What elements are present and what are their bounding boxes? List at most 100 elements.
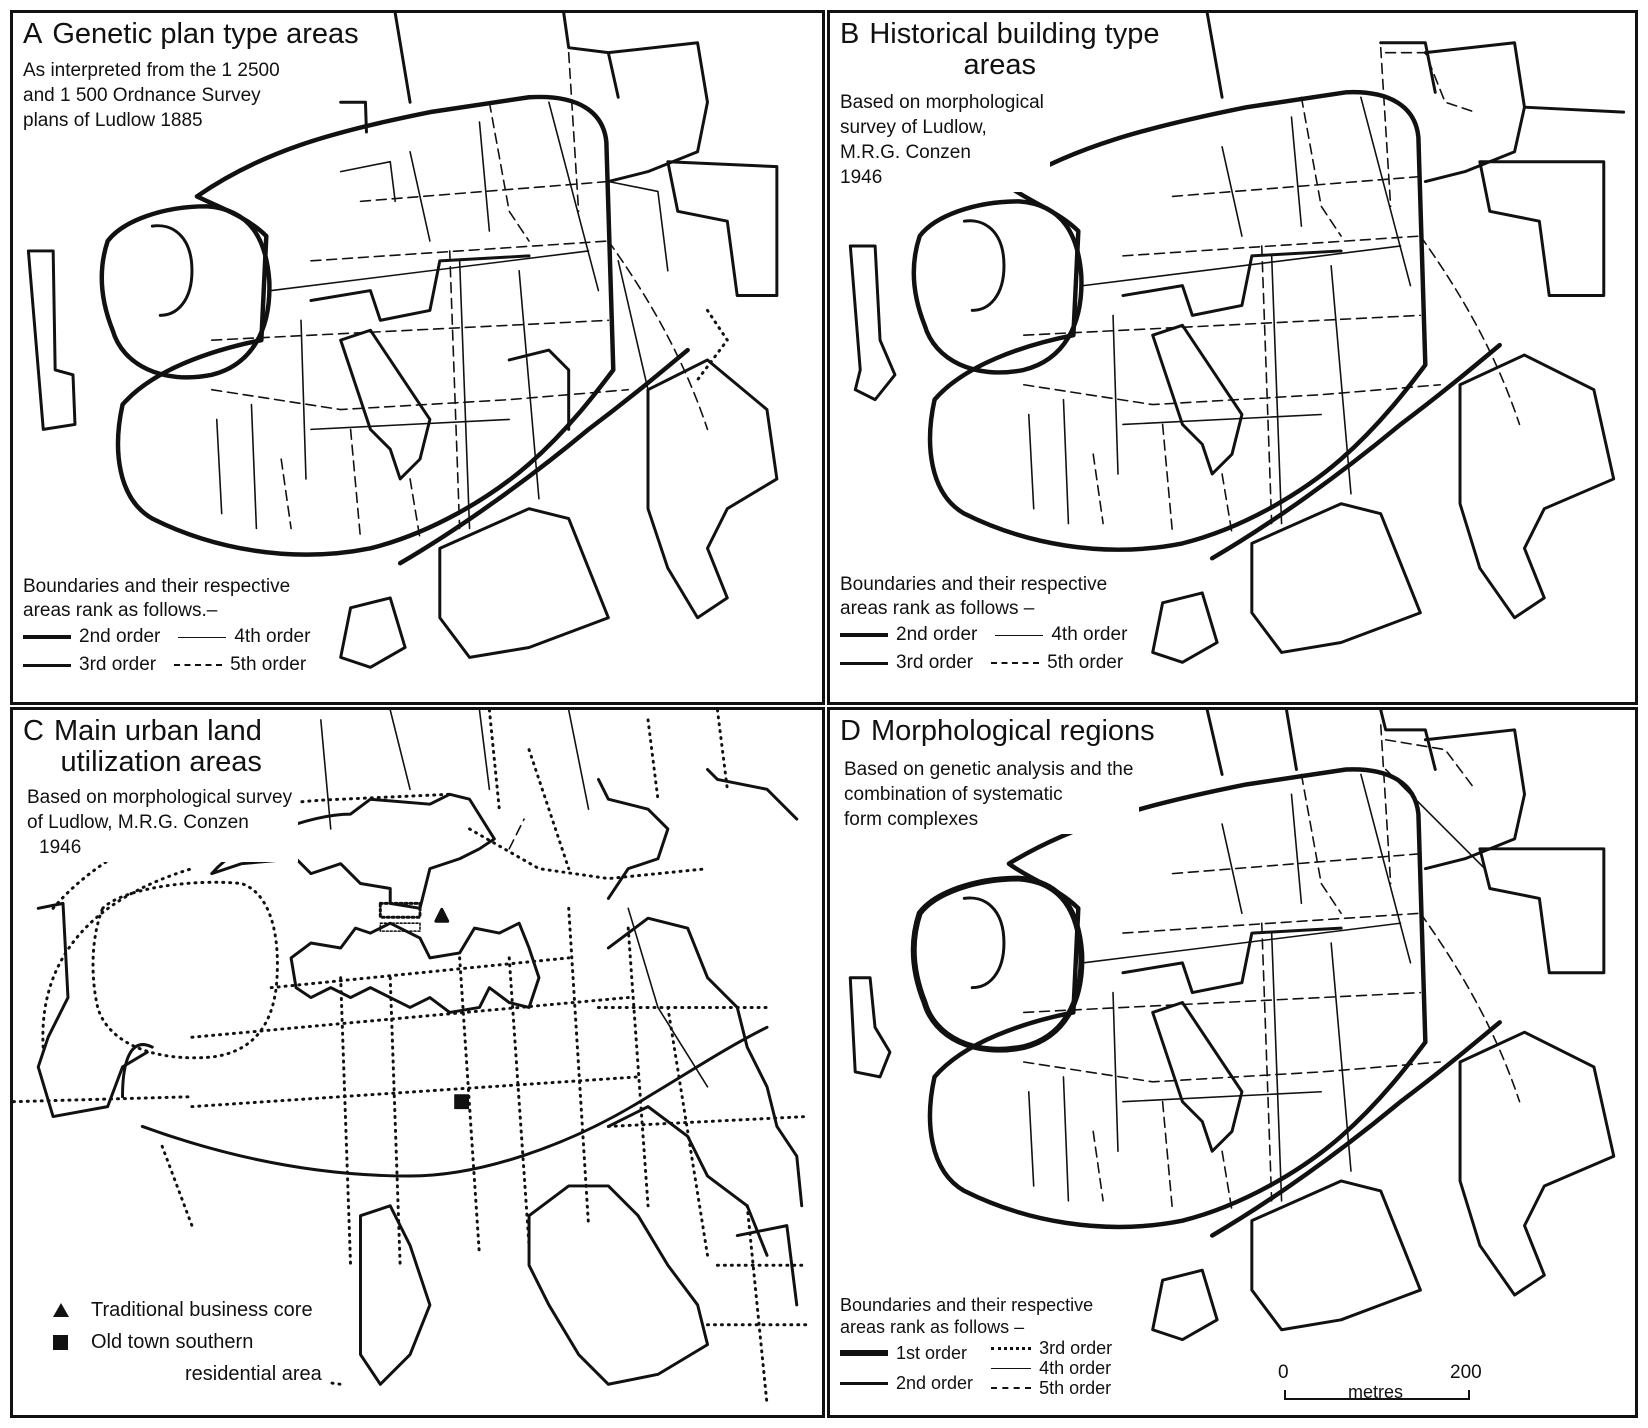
line-swatch [840, 661, 888, 665]
west-strip [26, 249, 77, 431]
central-block-2 [1151, 323, 1244, 476]
west-strip [36, 901, 149, 1119]
legend-label: 5th order [1047, 652, 1124, 673]
legend-item-2nd-order: 2nd order [840, 1368, 973, 1398]
panel-d-subtitle-line: Based on genetic analysis and the [844, 759, 1134, 780]
southwest-road [121, 1025, 769, 1178]
triangle-marker [434, 907, 450, 923]
panel-b-subtitle: Based on morphological survey of Ludlow,… [834, 89, 1050, 192]
ne-block [1478, 847, 1606, 975]
dashed-boundaries [1023, 46, 1521, 535]
panel-a-subtitle-line: As interpreted from the 1 2500 [23, 60, 280, 81]
map-a [26, 13, 779, 669]
panel-c-title-text: Main urban land [53, 715, 262, 747]
legend-label: 3rd order [79, 654, 157, 675]
legend-item-3rd-order: 3rd order [840, 651, 973, 675]
central-blocks [289, 921, 541, 1014]
scale-bar-line [1284, 1390, 1470, 1400]
south-blocks [1151, 502, 1422, 664]
south-blocks [358, 1184, 799, 1386]
dashed-boundaries [210, 51, 709, 540]
map-d [848, 710, 1616, 1342]
panel-a-genetic-plan-type-areas: A Genetic plan type areas As interpreted … [10, 10, 825, 705]
legend-item-4th-order: 4th order [178, 625, 310, 649]
legend-row: 2nd order 4th order [23, 623, 328, 651]
castle-inner [962, 219, 1006, 312]
panel-d-morphological-regions: D Morphological regions Based on genetic … [827, 707, 1638, 1418]
legend-item-4th-order: 4th order [991, 1358, 1112, 1378]
legend-item-2nd-order: 2nd order [840, 623, 977, 647]
line-swatch [840, 633, 888, 637]
panel-b-subtitle-line: 1946 [840, 167, 883, 188]
ne-block [1478, 160, 1606, 298]
legend-label: 4th order [1051, 624, 1128, 645]
legend-label: 2nd order [79, 626, 161, 647]
central-block-1 [309, 254, 531, 322]
panel-c-subtitle-line: Based on morphological survey [27, 787, 293, 808]
panel-d-legend: Boundaries and their respective areas ra… [834, 1290, 1119, 1402]
square-icon [53, 1334, 68, 1350]
central-block-3 [507, 348, 571, 431]
panel-d-title: D Morphological regions [834, 714, 1161, 750]
line-swatch [178, 636, 227, 638]
dashed-boundaries [1022, 724, 1521, 1212]
legend-grid: 1st order 2nd order 3rd order 4th order … [840, 1338, 1112, 1398]
legend-item-5th-order: 5th order [991, 651, 1123, 675]
map-c [13, 710, 809, 1406]
legend-item-3rd-order: 3rd order [23, 653, 156, 677]
hatched-block [378, 901, 422, 919]
line-swatch [991, 1387, 1032, 1389]
fine-boundaries [1027, 768, 1486, 1202]
panel-a-letter: A [23, 18, 43, 50]
castle-outline [99, 204, 272, 380]
panel-a-title-text: Genetic plan type areas [52, 18, 359, 50]
fine-boundaries [215, 101, 669, 530]
ne-roads [1205, 13, 1626, 184]
key-label: Old town southern [91, 1331, 254, 1353]
line-swatch [174, 664, 223, 666]
line-swatch [23, 663, 71, 667]
panel-c-subtitle: Based on morphological survey of Ludlow,… [21, 784, 299, 862]
castle-inner [962, 896, 1006, 990]
hatched-block [379, 922, 421, 932]
east-blocks [1458, 353, 1616, 620]
legend-label: 2nd order [896, 1373, 974, 1393]
dotted-boundaries [13, 710, 809, 1406]
east-blocks-2 [596, 768, 799, 1257]
panel-b-letter: B [840, 18, 860, 50]
panel-d-letter: D [840, 715, 861, 747]
scale-end-label: 200 [1450, 1362, 1482, 1383]
panel-c-subtitle-line: of Ludlow, M.R.G. Conzen [27, 812, 249, 833]
legend-row: 3rd order 5th order [23, 651, 328, 679]
panel-d-title-text: Morphological regions [870, 715, 1155, 747]
legend-label: 1st order [896, 1343, 968, 1363]
ne-block [666, 160, 779, 298]
legend-label: 5th order [1039, 1378, 1112, 1398]
castle-inner [150, 224, 194, 317]
map-b [848, 13, 1626, 664]
panel-a-title: A Genetic plan type areas [17, 17, 365, 53]
legend-label: 4th order [234, 626, 311, 647]
panel-d-subtitle: Based on genetic analysis and the combin… [838, 756, 1140, 834]
panel-c-letter: C [23, 715, 44, 747]
legend-heading: Boundaries and their respective [840, 1295, 1094, 1315]
key-label: residential area [185, 1363, 322, 1385]
panel-b-legend: Boundaries and their respective areas ra… [834, 569, 1152, 681]
town-boundary [115, 94, 616, 557]
town-boundary [927, 90, 1428, 552]
key-label: Traditional business core [91, 1299, 313, 1321]
legend-item-4th-order: 4th order [995, 623, 1127, 647]
east-blocks [606, 916, 804, 1208]
panel-a-subtitle-line: and 1 500 Ordnance Survey [23, 85, 261, 106]
panel-b-subtitle-line: survey of Ludlow, [840, 117, 987, 138]
line-swatch [991, 1367, 1032, 1369]
legend-heading: Boundaries and their respective [840, 574, 1108, 595]
ne-roads [1205, 710, 1527, 871]
line-swatch [840, 1350, 888, 1356]
legend-row: 2nd order 4th order [840, 621, 1145, 649]
castle-outline [911, 199, 1084, 375]
castle-outline [91, 880, 279, 1060]
